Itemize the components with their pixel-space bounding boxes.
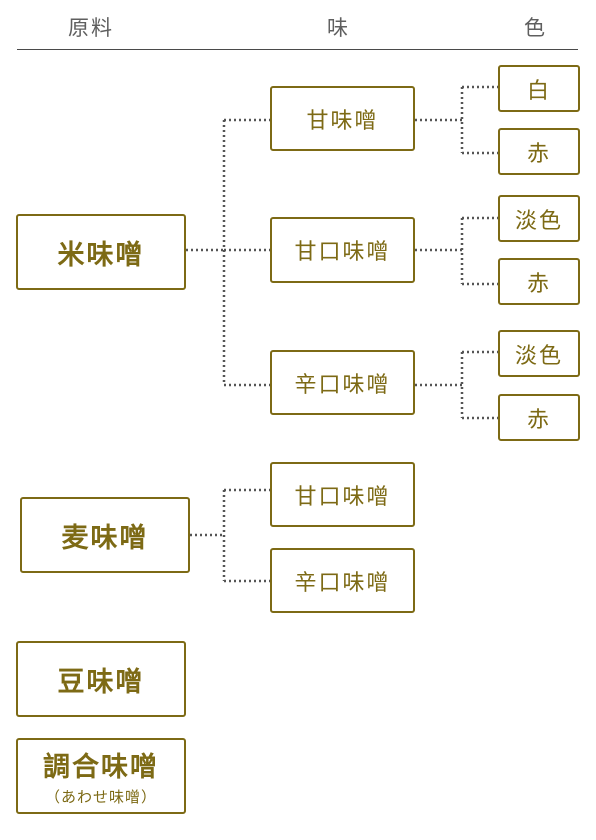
header-ingredient: 原料 (68, 16, 114, 40)
node-mugi-amakuchi-label: 甘口味噌 (294, 484, 391, 510)
node-mugi-karakuchi: 辛口味噌 (270, 548, 415, 613)
node-mugi-karakuchi-label: 辛口味噌 (294, 570, 391, 596)
node-amami-white: 白 (498, 65, 580, 112)
node-amakuchi-light: 淡色 (498, 195, 580, 242)
node-kome-karakuchi-label: 辛口味噌 (294, 372, 391, 398)
node-chogo-miso-label: 調合味噌 (43, 752, 159, 783)
node-amami-red: 赤 (498, 128, 580, 175)
node-mame-miso: 豆味噌 (16, 641, 186, 717)
node-karakuchi-red-label: 赤 (526, 407, 551, 433)
node-chogo-miso-sublabel: （あわせ味噌） (44, 788, 157, 806)
header-taste: 味 (327, 16, 350, 40)
node-kome-miso-label: 米味噌 (57, 239, 145, 271)
node-amami-red-label: 赤 (526, 141, 551, 167)
node-mugi-miso: 麦味噌 (20, 497, 190, 573)
node-karakuchi-red: 赤 (498, 394, 580, 441)
node-mugi-miso-label: 麦味噌 (61, 522, 149, 554)
node-kome-amakuchi-label: 甘口味噌 (294, 240, 391, 265)
node-mame-miso-label: 豆味噌 (57, 666, 145, 698)
node-kome-amami-label: 甘味噌 (306, 108, 379, 134)
node-amakuchi-light-label: 淡色 (514, 208, 563, 234)
header-divider (17, 49, 578, 50)
node-kome-karakuchi: 辛口味噌 (270, 350, 415, 415)
node-kome-amakuchi: 甘口味噌 (270, 217, 415, 283)
node-karakuchi-light-label: 淡色 (514, 343, 563, 369)
header-color: 色 (524, 16, 547, 40)
node-mugi-amakuchi: 甘口味噌 (270, 462, 415, 527)
node-kome-amami: 甘味噌 (270, 86, 415, 151)
node-karakuchi-light: 淡色 (498, 330, 580, 377)
node-amakuchi-red-label: 赤 (526, 271, 551, 297)
node-kome-miso: 米味噌 (16, 214, 186, 290)
node-amami-white-label: 白 (526, 78, 551, 104)
node-amakuchi-red: 赤 (498, 258, 580, 305)
node-chogo-miso: 調合味噌 （あわせ味噌） (16, 738, 186, 814)
